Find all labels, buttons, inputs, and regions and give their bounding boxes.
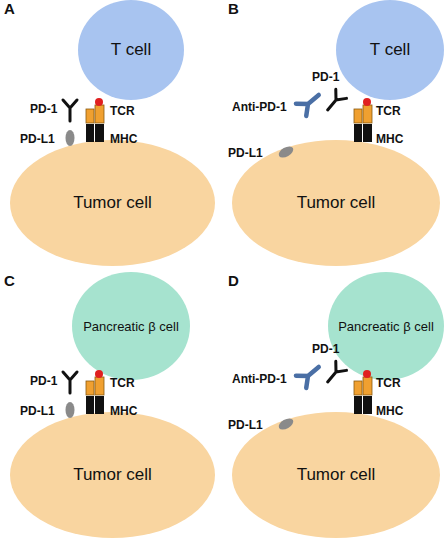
cell-circle: Pancreatic β cell	[72, 272, 190, 380]
tumor-cell: Tumor cell	[10, 412, 215, 538]
panel-d-art	[277, 361, 372, 432]
tumor-cell: Tumor cell	[232, 140, 440, 266]
molecule-label: PD-L1	[228, 146, 263, 160]
cell-name: Pancreatic β cell	[83, 319, 179, 334]
cell-name: Tumor cell	[73, 193, 152, 213]
cell-name: Pancreatic β cell	[338, 319, 434, 334]
molecule-label: PD-L1	[20, 132, 55, 146]
molecule-label: MHC	[376, 132, 403, 146]
cell-name: Tumor cell	[297, 465, 376, 485]
panel-a-art	[63, 98, 104, 146]
cell-name: T cell	[370, 40, 410, 60]
cell-name: Tumor cell	[297, 193, 376, 213]
cell-circle: T cell	[336, 0, 444, 100]
molecule-label: Anti-PD-1	[232, 372, 287, 386]
panel-letter: A	[4, 2, 15, 16]
molecule-label: TCR	[110, 376, 135, 390]
cell-name: Tumor cell	[73, 465, 152, 485]
panel-letter: D	[228, 274, 239, 288]
panel-b-art	[277, 89, 372, 160]
molecule-label: TCR	[376, 376, 401, 390]
tumor-cell: Tumor cell	[232, 412, 440, 538]
panel-letter: C	[4, 274, 15, 288]
molecule-label: PD-1	[312, 70, 339, 84]
molecule-label: PD-L1	[20, 404, 55, 418]
molecule-label: Anti-PD-1	[232, 100, 287, 114]
molecule-label: PD-1	[30, 102, 57, 116]
molecule-label: MHC	[376, 404, 403, 418]
molecule-label: MHC	[110, 404, 137, 418]
cell-circle: T cell	[78, 0, 184, 100]
molecule-label: TCR	[110, 104, 135, 118]
panel-c-art	[63, 370, 104, 418]
molecule-label: MHC	[110, 132, 137, 146]
molecule-label: PD-1	[312, 342, 339, 356]
molecule-label: PD-L1	[228, 418, 263, 432]
molecule-label: TCR	[376, 104, 401, 118]
tumor-cell: Tumor cell	[10, 140, 215, 266]
panel-letter: B	[228, 2, 239, 16]
cell-circle: Pancreatic β cell	[328, 272, 444, 380]
cell-name: T cell	[111, 40, 151, 60]
molecule-label: PD-1	[30, 374, 57, 388]
